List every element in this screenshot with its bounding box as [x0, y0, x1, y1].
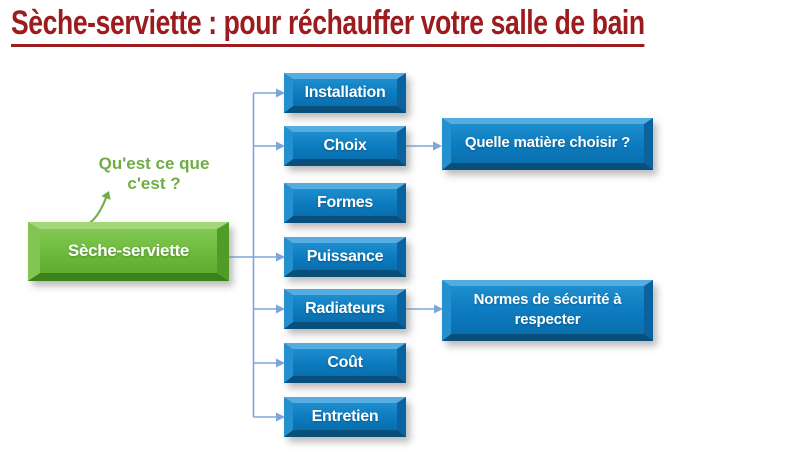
annotation-question: Qu'est ce que c'est ?	[98, 154, 210, 194]
node-entretien: Entretien	[284, 397, 406, 437]
arrowhead-icons	[276, 88, 443, 422]
node-formes: Formes	[284, 183, 406, 223]
node-installation: Installation	[284, 73, 406, 113]
node-puissance: Puissance	[284, 237, 406, 277]
page-title: Sèche-serviette : pour réchauffer votre …	[11, 4, 804, 48]
node-radiateurs: Radiateurs	[284, 289, 406, 329]
node-seche-serviette: Sèche-serviette	[28, 222, 229, 281]
node-cout: Coût	[284, 343, 406, 383]
node-quelle-matiere: Quelle matière choisir ?	[442, 118, 653, 170]
node-choix: Choix	[284, 126, 406, 166]
node-normes-securite: Normes de sécurité à respecter	[442, 280, 653, 341]
page-title-text: Sèche-serviette : pour réchauffer votre …	[11, 4, 645, 48]
